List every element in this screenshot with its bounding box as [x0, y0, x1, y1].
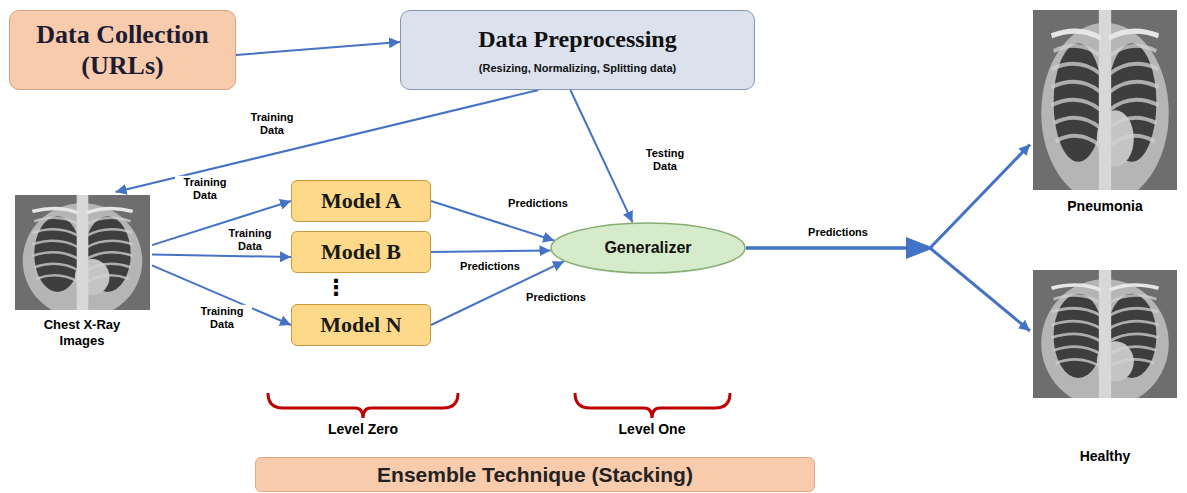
model-box: Model A — [291, 180, 431, 222]
edge-label: Predictions — [506, 197, 570, 210]
edge-label: Predictions — [524, 291, 588, 304]
flow-arrow — [431, 251, 550, 252]
process-box: Data Preprocessing (Resizing, Normalizing… — [400, 10, 755, 90]
pneumonia-xray-image — [1033, 10, 1177, 203]
flow-arrow — [236, 42, 400, 55]
edge-label: Training Data — [175, 176, 235, 202]
edge-label: Testing Data — [635, 147, 695, 173]
edge-label: Training Data — [220, 227, 280, 253]
edge-label: Predictions — [806, 226, 870, 239]
edge-label: Training Data — [242, 111, 302, 137]
model-box: Model B — [291, 231, 431, 273]
node-subtitle: (Resizing, Normalizing, Splitting data) — [479, 62, 676, 75]
flow-arrow — [746, 248, 1030, 331]
source-box: Data Collection (URLs) — [9, 10, 236, 90]
level-label: Level One — [619, 421, 686, 438]
ellipsis-mark: ⋮ — [325, 275, 347, 301]
node-title: Ensemble Technique (Stacking) — [377, 462, 693, 487]
image-node: Chest X-Ray Images — [12, 192, 152, 348]
node-title: Chest X-Ray Images — [32, 317, 132, 348]
chest-xray-image — [15, 195, 150, 318]
ellipse-shape — [551, 223, 745, 273]
node-title: Generalizer — [604, 238, 691, 257]
node-title: Data Collection (URLs) — [18, 19, 227, 81]
level-bracket — [575, 393, 730, 418]
flow-arrow — [152, 254, 291, 257]
node-title: Model N — [320, 312, 401, 338]
image-node: Pneumonia — [1030, 8, 1180, 215]
level-label: Level Zero — [328, 421, 398, 438]
edge-label: Training Data — [192, 305, 252, 331]
edge-label: Predictions — [458, 260, 522, 273]
generalizer-ellipse: Generalizer — [550, 222, 746, 274]
flow-arrow — [570, 90, 632, 222]
node-title: Healthy — [1080, 448, 1131, 465]
node-title: Model B — [321, 239, 401, 265]
node-title: Pneumonia — [1067, 198, 1142, 215]
node-title: Model A — [321, 188, 401, 214]
flow-arrow — [746, 144, 1030, 248]
technique-band: Ensemble Technique (Stacking) — [255, 457, 815, 492]
level-bracket — [268, 393, 458, 418]
healthy-xray-image — [1033, 270, 1177, 407]
image-node: Healthy — [1030, 268, 1180, 465]
model-box: Model N — [291, 304, 431, 346]
node-title: Data Preprocessing — [478, 25, 676, 54]
